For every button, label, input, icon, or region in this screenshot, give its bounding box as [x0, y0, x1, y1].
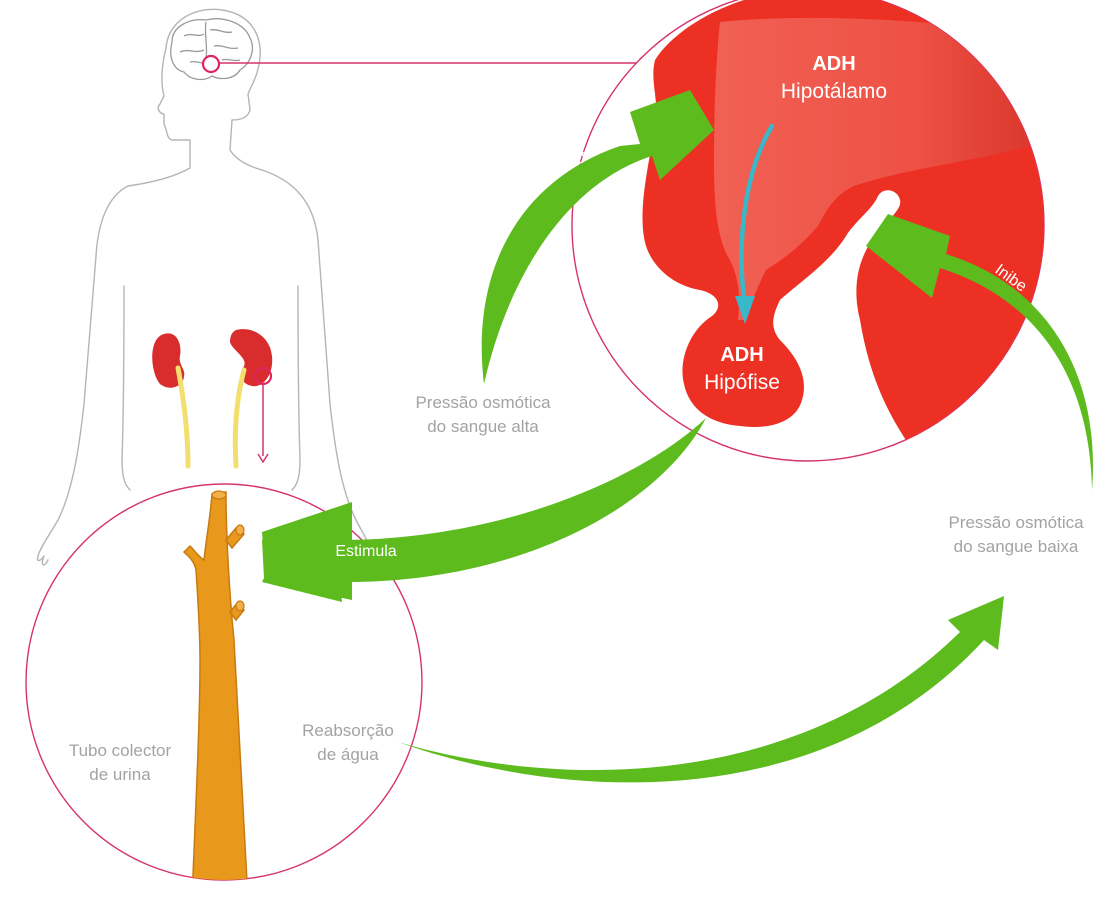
collecting-tube-label-line1: Tubo colector — [69, 741, 172, 760]
high-pressure-label-line1: Pressão osmótica — [415, 393, 551, 412]
brain-focus-marker — [203, 56, 219, 72]
low-pressure-label-line2: do sangue baixa — [954, 537, 1079, 556]
reabsorption-label-line1: Reabsorção — [302, 721, 394, 740]
hypothalamus-label: Hipotálamo — [781, 80, 887, 103]
kidney-icon — [152, 329, 272, 466]
collecting-tube-label-line2: de urina — [89, 765, 151, 784]
adh-label-top: ADH — [812, 53, 855, 75]
stimulate-mid-label: Estimula — [335, 543, 396, 560]
pituitary-label: Hipófise — [704, 371, 780, 394]
reabsorption-label-line2: de água — [317, 745, 379, 764]
human-silhouette-icon — [37, 9, 372, 565]
adh-label-bottom: ADH — [720, 344, 763, 366]
low-pressure-label-line1: Pressão osmótica — [948, 513, 1084, 532]
high-pressure-label-line2: do sangue alta — [427, 417, 539, 436]
reabsorption-arrow — [398, 596, 1004, 782]
